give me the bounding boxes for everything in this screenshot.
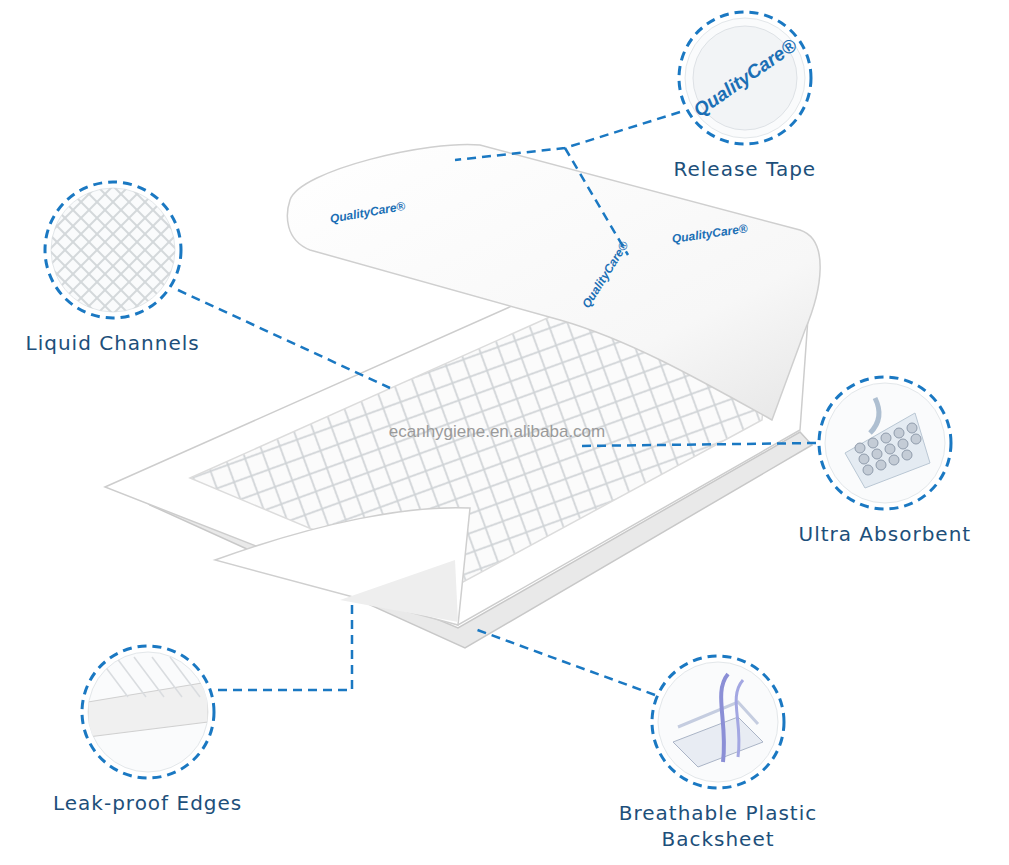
callout-icon bbox=[41, 178, 185, 322]
leader-lines bbox=[178, 112, 816, 695]
feature-label: Leak-proof Edges bbox=[53, 790, 242, 816]
release-tape bbox=[287, 144, 820, 420]
inner-disc bbox=[825, 383, 945, 503]
inner-disc bbox=[658, 662, 778, 782]
pad-drawing bbox=[105, 144, 820, 648]
inner-disc bbox=[685, 18, 805, 138]
feature-label: Liquid Channels bbox=[26, 330, 200, 356]
callout-circle-shape bbox=[78, 642, 218, 782]
callout-circle: Breathable Plastic Backsheet bbox=[603, 652, 833, 852]
leader-line bbox=[178, 290, 390, 388]
watermark: ecanhygiene.en.alibaba.com bbox=[389, 422, 605, 442]
callout-circle: Leak-proof Edges bbox=[53, 642, 243, 816]
callout-circle: Ultra Absorbent bbox=[799, 373, 972, 547]
folded-corner bbox=[215, 508, 470, 625]
feature-label: Ultra Absorbent bbox=[799, 521, 972, 547]
leader-line bbox=[218, 602, 352, 690]
dashed-ring bbox=[652, 656, 784, 788]
callout-icon bbox=[88, 657, 218, 737]
leader-line bbox=[472, 628, 655, 695]
leader-line bbox=[580, 443, 816, 446]
dashed-ring bbox=[819, 377, 951, 509]
inner-disc bbox=[88, 652, 208, 772]
folded-corner-shadow bbox=[340, 560, 458, 622]
callout-circle-shape bbox=[41, 178, 185, 322]
callout-circle: Release TapeQualityCare® bbox=[674, 8, 817, 182]
callout-icon bbox=[673, 674, 763, 767]
dashed-ring bbox=[82, 646, 214, 778]
callout-circle-shape bbox=[815, 373, 955, 513]
callout-circle: Liquid Channels bbox=[26, 178, 201, 356]
feature-label: Breathable Plastic Backsheet bbox=[603, 800, 833, 852]
callout-icon bbox=[845, 398, 930, 488]
callout-circle-shape bbox=[648, 652, 788, 792]
dashed-ring bbox=[679, 12, 811, 144]
feature-label: Release Tape bbox=[674, 156, 817, 182]
